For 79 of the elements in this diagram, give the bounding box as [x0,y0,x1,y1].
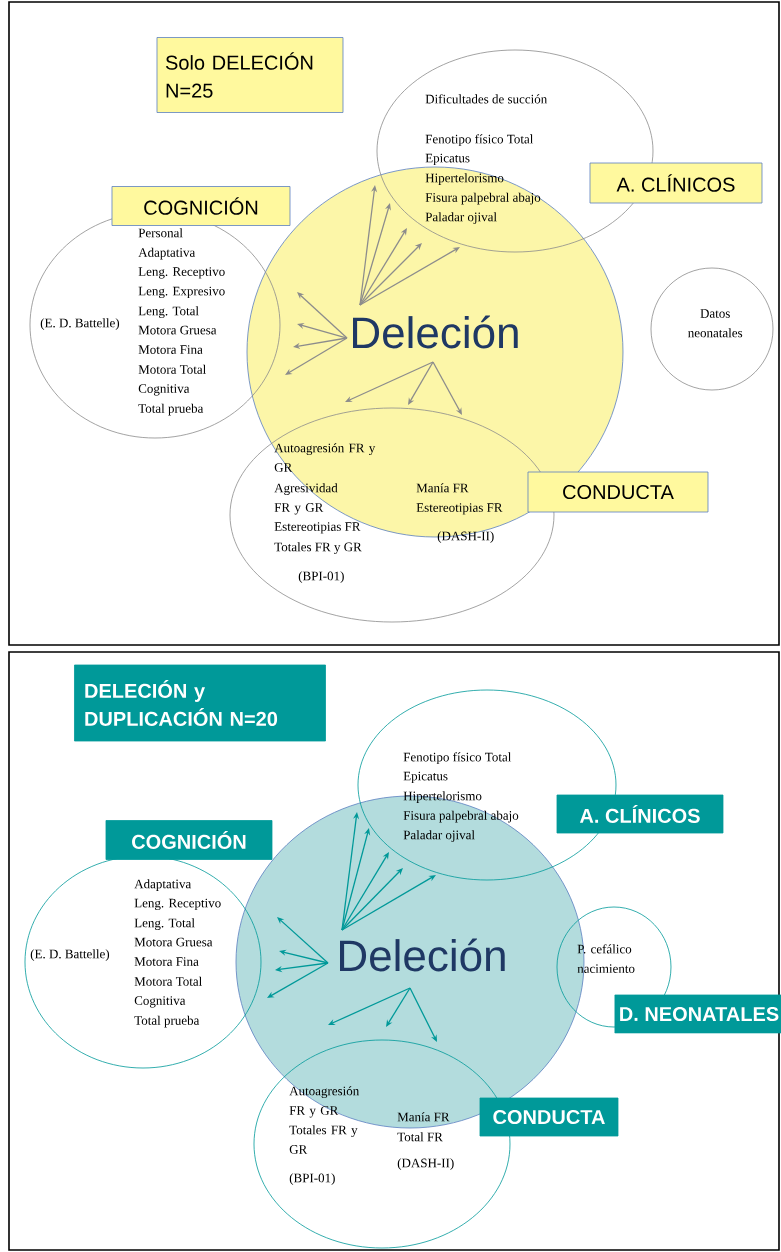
list-item: P. cefálico nacimiento [577,944,635,973]
list-item: Hipertelorismo [403,791,482,803]
category-box: A. CLÍNICOS [589,162,763,204]
category-box: D. NEONATALES [614,994,781,1034]
arrow [359,247,460,306]
list-item: Fisura palpebral abajo [425,192,541,205]
arrow [293,337,348,349]
arrow [277,917,329,964]
arrow [267,962,329,998]
title-box: Solo DELECIÓN N=25 [156,37,344,113]
list-item: Total FR [397,1132,443,1142]
list-item: Adaptativa [138,247,196,260]
arrow [275,962,329,973]
category-box: CONDUCTA [527,471,709,513]
category-box: A. CLÍNICOS [556,794,724,834]
test-name: (BPI-01) [289,1173,335,1185]
list-item: Leng. Expresivo [138,286,225,299]
list-item: Autoagresión FR y GR [274,443,376,472]
list-item: Datos neonatales [688,309,743,338]
list-item: Total prueba [138,403,204,416]
center-label: Deleción [353,315,518,349]
list-item: Epicatus [403,771,448,784]
list-item: Manía FR [416,483,469,493]
category-box: CONDUCTA [479,1097,619,1137]
arrow [328,987,411,1025]
test-name: (DASH-II) [437,531,494,543]
list-item: Manía FR [397,1112,450,1122]
list-item: Fisura palpebral abajo [403,810,519,823]
list-item: Leng. Total [138,306,199,319]
arrow [341,875,436,931]
list-item: Cognitiva [138,384,190,396]
list-item: Hipertelorismo [425,173,504,185]
list-item: Motora Gruesa [134,937,213,947]
arrow [359,228,407,306]
list-item: Dificultades de succión [425,94,548,104]
list-item: Totales FR y GR [274,542,362,555]
list-item: Total prueba [134,1015,200,1028]
list-item: Leng. Receptivo [134,898,221,911]
center-label: Deleción [340,938,505,972]
list-item: Motora Total [134,976,202,986]
test-name: (DASH-II) [397,1158,454,1170]
list-item: Paladar ojival [403,830,475,842]
list-item: Cognitiva [134,996,186,1008]
arrow [359,243,422,306]
list-item: Autoagresión FR y GR [289,1086,360,1118]
category-box: COGNICIÓN [105,820,273,860]
test-name: (BPI-01) [298,571,344,583]
list-item: Motora Gruesa [138,325,217,335]
list-item: Fenotipo físico Total [403,752,512,765]
list-item: Agresividad FR y GR [274,483,338,515]
list-item: Leng. Receptivo [138,267,225,279]
arrow [409,987,437,1042]
arrow [432,361,462,415]
arrow [297,292,348,339]
test-name: (E. D. Battelle) [40,318,120,330]
list-item: Adaptativa [134,879,192,891]
circle [650,267,774,391]
arrow [386,987,411,1027]
arrow [285,337,348,375]
list-item: Motora Fina [138,345,203,354]
list-item: Fenotipo físico Total [425,134,534,147]
list-item: Motora Fina [134,957,199,966]
list-item: Totales FR y GR [289,1125,358,1154]
test-name: (E. D. Battelle) [30,949,110,961]
list-item: Paladar ojival [425,212,497,224]
list-item: Estereotipias FR [416,503,503,515]
list-item: Leng. Total [134,918,195,931]
ellipse [229,407,555,623]
arrow [345,361,434,402]
list-item: Personal [138,228,183,238]
category-box: COGNICIÓN [111,186,291,226]
list-item: Motora Total [138,364,206,374]
arrow [341,868,403,931]
arrow [408,361,434,405]
list-item: Epicatus [425,153,470,166]
list-item: Estereotipias FR [274,522,361,534]
arrow [359,203,391,306]
title-box: DELECIÓN y DUPLICACIÓN N=20 [74,664,326,742]
arrow [341,852,389,931]
